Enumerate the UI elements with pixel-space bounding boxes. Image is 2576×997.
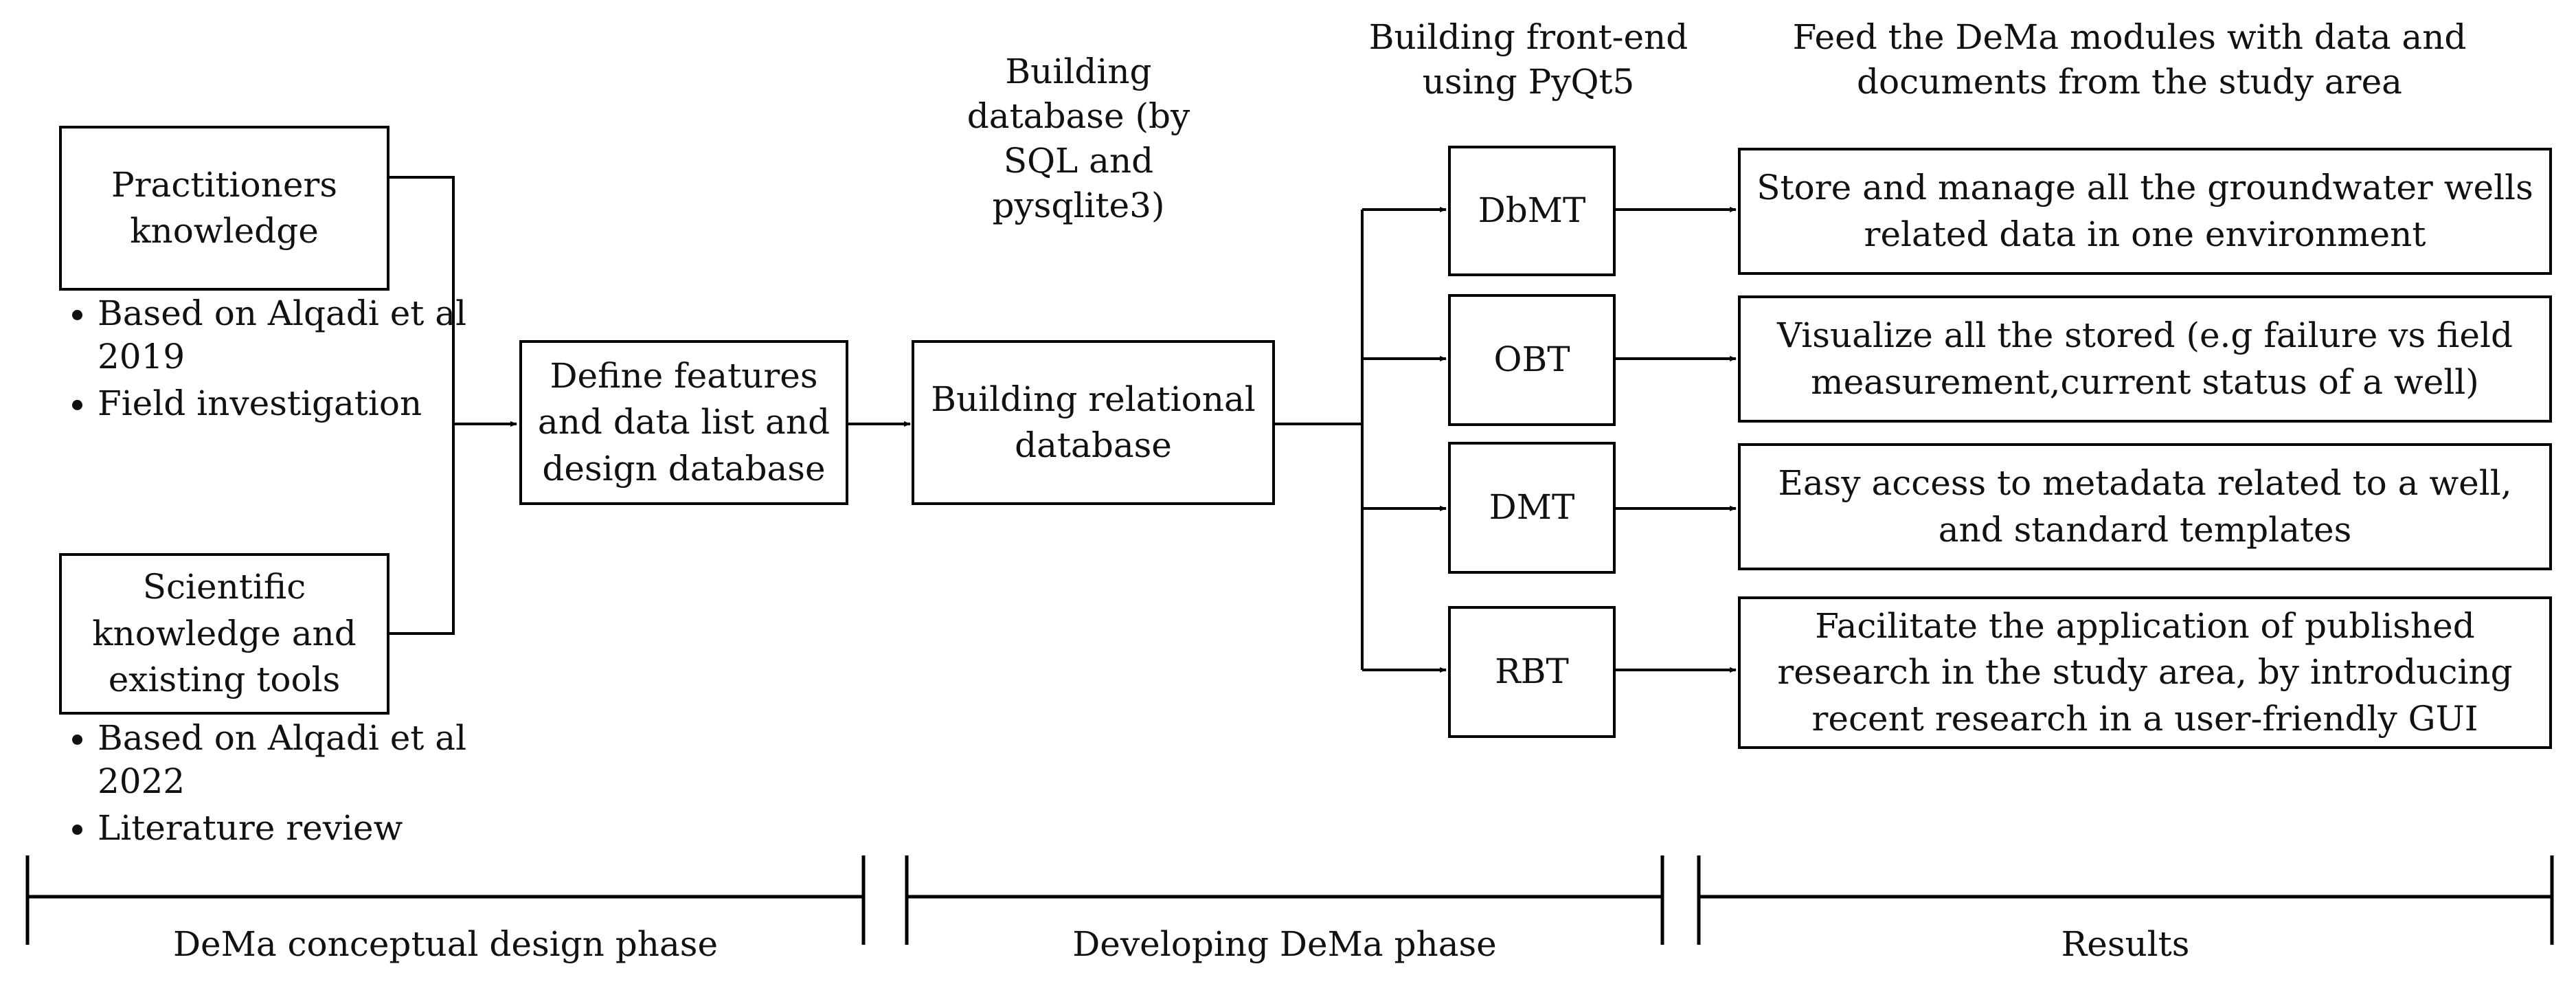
module-box-rbt: RBT [1448, 606, 1616, 738]
module-box-dmt: DMT [1448, 442, 1616, 574]
database-header: Building database (by SQL and pysqlite3) [967, 52, 1190, 225]
phase-bracket-developing [905, 855, 1664, 945]
practitioners-bullets: Based on Alqadi et al 2019 Field investi… [59, 292, 482, 429]
module-name: DMT [1489, 487, 1575, 528]
relational-database-box: Building relational database [912, 340, 1275, 505]
frontend-header: Building front-end using PyQt5 [1368, 17, 1688, 102]
relational-database-label: Building relational database [931, 379, 1256, 466]
results-header: Feed the DeMa modules with data and docu… [1792, 17, 2467, 102]
module-box-dbmt: DbMT [1448, 146, 1616, 276]
scientific-bullet: Based on Alqadi et al 2022 [98, 717, 482, 803]
practitioners-knowledge-label: Practitioners knowledge [111, 164, 337, 251]
phase-label-developing: Developing DeMa phase [1072, 924, 1497, 964]
result-text: Store and manage all the groundwater wel… [1756, 168, 2533, 254]
define-features-label: Define features and data list and design… [537, 355, 831, 489]
phase-bracket-results [1697, 855, 2554, 945]
scientific-knowledge-box: Scientific knowledge and existing tools [59, 553, 389, 715]
scientific-knowledge-label: Scientific knowledge and existing tools [92, 567, 357, 700]
result-text: Facilitate the application of published … [1777, 605, 2513, 739]
phase-label-conceptual: DeMa conceptual design phase [172, 924, 719, 964]
module-name: RBT [1495, 651, 1569, 692]
module-name: OBT [1493, 339, 1570, 380]
scientific-bullets: Based on Alqadi et al 2022 Literature re… [59, 717, 482, 854]
practitioners-bullet: Field investigation [98, 382, 482, 425]
module-name: DbMT [1478, 190, 1586, 231]
result-box-dbmt: Store and manage all the groundwater wel… [1738, 148, 2552, 275]
connector-scientific [389, 424, 455, 635]
scientific-bullet: Literature review [98, 807, 482, 850]
define-features-box: Define features and data list and design… [519, 340, 848, 505]
practitioners-bullet: Based on Alqadi et al 2019 [98, 292, 482, 378]
result-text: Easy access to metadata related to a wel… [1778, 463, 2512, 550]
phase-label-results: Results [2061, 924, 2190, 964]
connector-practitioners [389, 176, 455, 424]
result-box-obt: Visualize all the stored (e.g failure vs… [1738, 295, 2552, 423]
module-box-obt: OBT [1448, 294, 1616, 426]
practitioners-knowledge-box: Practitioners knowledge [59, 126, 389, 291]
result-box-dmt: Easy access to metadata related to a wel… [1738, 443, 2552, 570]
phase-bracket-conceptual [25, 855, 866, 945]
result-box-rbt: Facilitate the application of published … [1738, 596, 2552, 749]
result-text: Visualize all the stored (e.g failure vs… [1777, 315, 2513, 402]
